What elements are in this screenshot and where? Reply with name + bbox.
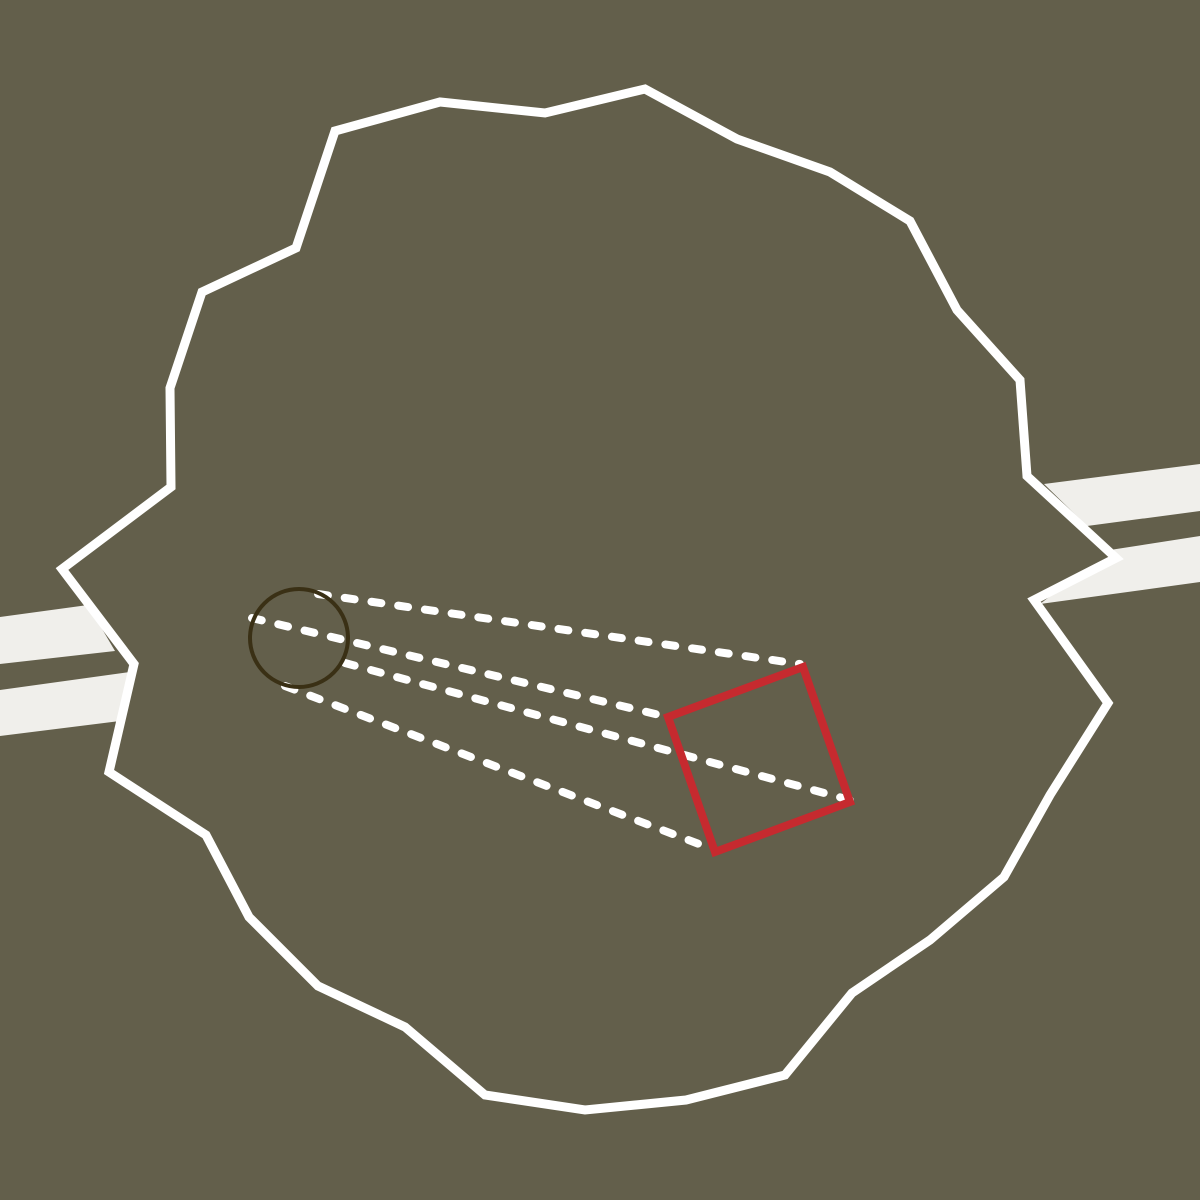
arena-boundary <box>55 84 1124 1115</box>
sight-line-bottom <box>281 682 716 853</box>
player-circle-icon[interactable] <box>248 587 350 689</box>
sight-lines <box>248 590 854 853</box>
sight-line-middle-b <box>341 659 854 804</box>
left-corridor-lower-stripe <box>0 672 130 736</box>
left-corridor-upper-stripe <box>0 605 115 664</box>
sight-line-top <box>314 590 804 668</box>
target-square-icon[interactable] <box>662 661 856 858</box>
right-corridor-upper-stripe <box>1044 464 1200 526</box>
right-corridor-lower-stripe <box>1040 536 1200 604</box>
sight-line-middle-a <box>248 614 672 721</box>
